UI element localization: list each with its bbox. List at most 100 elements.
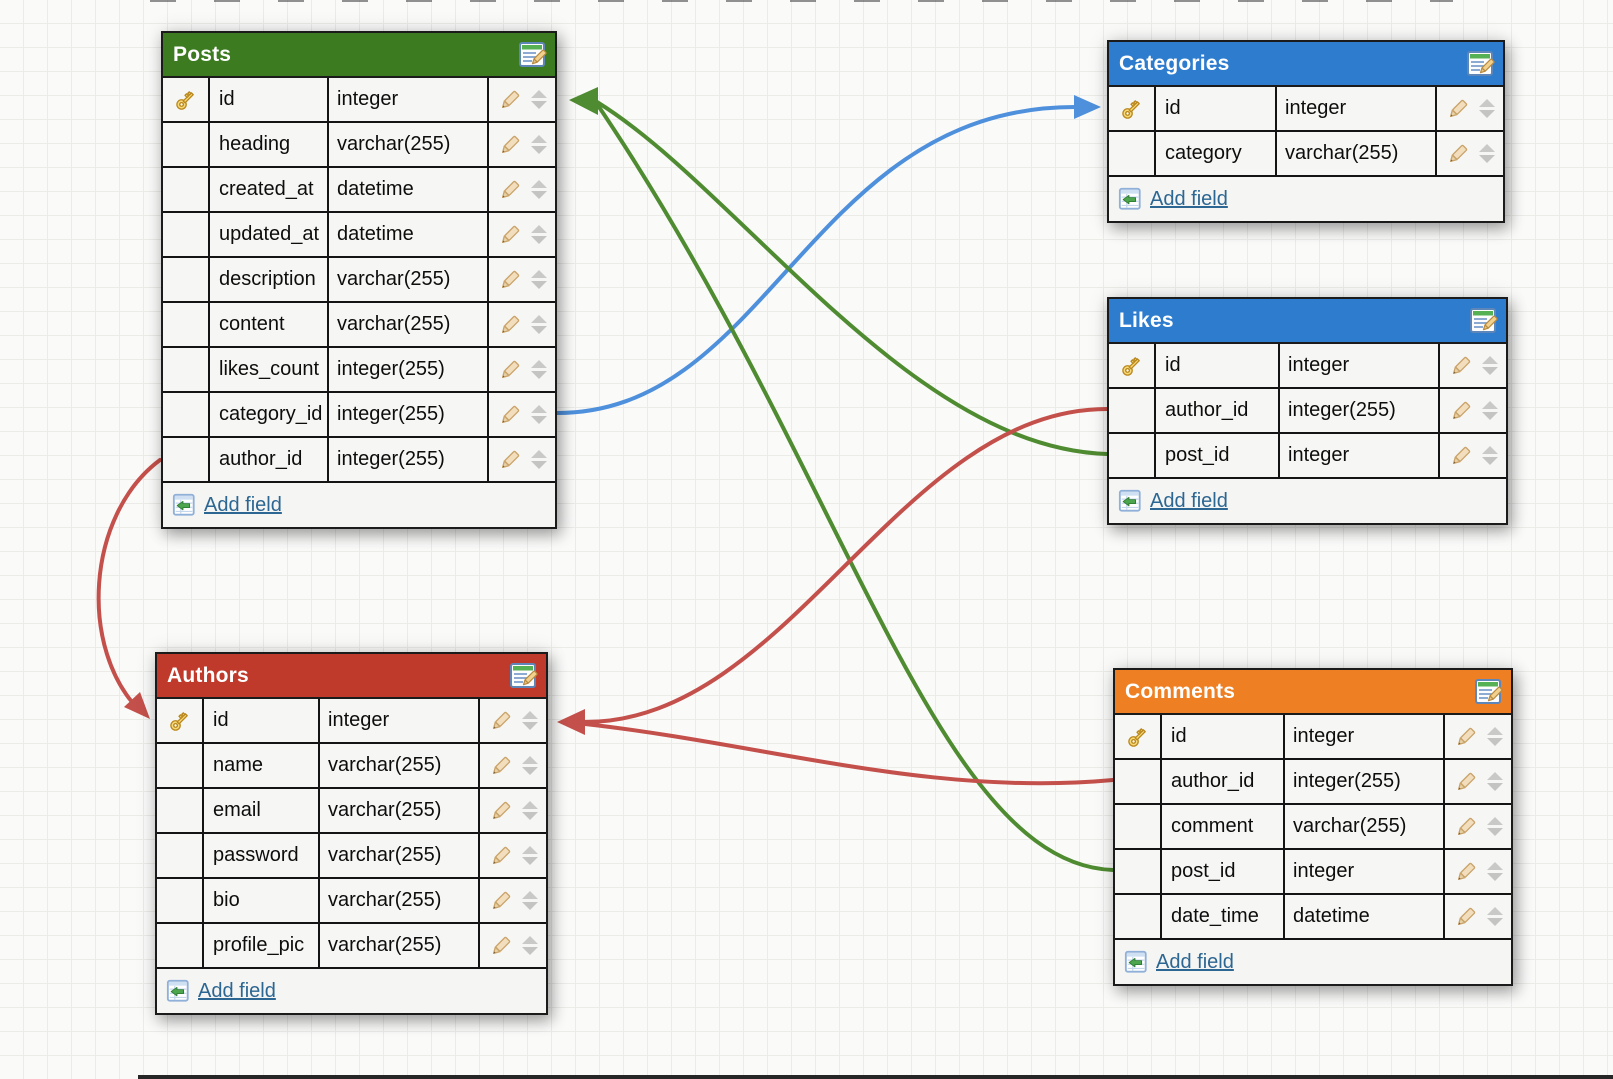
edit-field-icon[interactable] xyxy=(1453,814,1479,840)
add-field-icon[interactable] xyxy=(1118,187,1142,211)
edit-field-icon[interactable] xyxy=(497,177,523,203)
reorder-field-icon[interactable] xyxy=(531,90,547,109)
table-comments[interactable]: Comments id integer author_id integer(25… xyxy=(1113,668,1513,986)
field-actions xyxy=(480,789,546,832)
field-row: author_id integer(255) xyxy=(1115,758,1511,803)
add-field-link[interactable]: Add field xyxy=(1150,489,1228,512)
edit-field-icon[interactable] xyxy=(497,402,523,428)
key-cell xyxy=(163,438,210,481)
reorder-field-icon[interactable] xyxy=(1487,907,1503,926)
add-field-link[interactable]: Add field xyxy=(198,979,276,1002)
field-actions xyxy=(1445,805,1511,848)
edit-field-icon[interactable] xyxy=(497,267,523,293)
edit-field-icon[interactable] xyxy=(497,447,523,473)
reorder-field-icon[interactable] xyxy=(531,450,547,469)
edit-field-icon[interactable] xyxy=(497,222,523,248)
edit-field-icon[interactable] xyxy=(488,798,514,824)
table-posts[interactable]: Posts id integer heading varchar(255) cr… xyxy=(161,31,557,529)
key-cell xyxy=(1115,895,1162,938)
reorder-field-icon[interactable] xyxy=(1479,99,1495,118)
edit-field-icon[interactable] xyxy=(488,753,514,779)
table-authors[interactable]: Authors id integer name varchar(255) ema… xyxy=(155,652,548,1015)
relation-likes-posts xyxy=(595,100,1109,456)
edit-field-icon[interactable] xyxy=(1448,398,1474,424)
reorder-field-icon[interactable] xyxy=(1487,817,1503,836)
table-header: Authors xyxy=(157,654,546,699)
table-edit-icon[interactable] xyxy=(1466,49,1496,79)
add-field-icon[interactable] xyxy=(1118,489,1142,513)
reorder-field-icon[interactable] xyxy=(1479,144,1495,163)
edit-field-icon[interactable] xyxy=(497,87,523,113)
edit-field-icon[interactable] xyxy=(488,708,514,734)
edit-field-icon[interactable] xyxy=(497,312,523,338)
table-edit-icon[interactable] xyxy=(509,661,539,691)
table-edit-icon[interactable] xyxy=(1474,677,1504,707)
relation-posts-authors xyxy=(96,458,162,714)
field-type: integer xyxy=(320,699,480,742)
field-type: varchar(255) xyxy=(320,924,480,967)
edit-field-icon[interactable] xyxy=(1453,769,1479,795)
reorder-field-icon[interactable] xyxy=(1487,862,1503,881)
add-field-icon[interactable] xyxy=(1124,950,1148,974)
field-actions xyxy=(480,834,546,877)
add-field-link[interactable]: Add field xyxy=(204,493,282,516)
edit-field-icon[interactable] xyxy=(497,357,523,383)
field-type: datetime xyxy=(329,213,489,256)
key-cell xyxy=(1115,715,1162,758)
edit-field-icon[interactable] xyxy=(1453,724,1479,750)
reorder-field-icon[interactable] xyxy=(522,846,538,865)
reorder-field-icon[interactable] xyxy=(522,801,538,820)
field-actions xyxy=(1437,87,1503,130)
table-title: Posts xyxy=(173,42,232,66)
table-categories[interactable]: Categories id integer category varchar(2… xyxy=(1107,40,1505,223)
table-likes[interactable]: Likes id integer author_id integer(255) … xyxy=(1107,297,1508,525)
reorder-field-icon[interactable] xyxy=(522,711,538,730)
reorder-field-icon[interactable] xyxy=(531,405,547,424)
reorder-field-icon[interactable] xyxy=(1487,772,1503,791)
field-actions xyxy=(1440,344,1506,387)
reorder-field-icon[interactable] xyxy=(531,225,547,244)
add-field-icon[interactable] xyxy=(166,979,190,1003)
reorder-field-icon[interactable] xyxy=(531,270,547,289)
edit-field-icon[interactable] xyxy=(497,132,523,158)
field-name: author_id xyxy=(1156,389,1280,432)
reorder-field-icon[interactable] xyxy=(531,315,547,334)
reorder-field-icon[interactable] xyxy=(522,891,538,910)
table-edit-icon[interactable] xyxy=(1469,306,1499,336)
screen-top-edge xyxy=(150,0,1453,2)
table-title: Categories xyxy=(1119,51,1230,75)
field-row: email varchar(255) xyxy=(157,787,546,832)
edit-field-icon[interactable] xyxy=(488,933,514,959)
edit-field-icon[interactable] xyxy=(1453,859,1479,885)
field-actions xyxy=(489,303,555,346)
field-type: integer(255) xyxy=(329,438,489,481)
reorder-field-icon[interactable] xyxy=(522,936,538,955)
key-cell xyxy=(163,78,210,121)
field-row: id integer xyxy=(1109,87,1503,130)
reorder-field-icon[interactable] xyxy=(531,360,547,379)
reorder-field-icon[interactable] xyxy=(531,180,547,199)
add-field-link[interactable]: Add field xyxy=(1156,950,1234,973)
reorder-field-icon[interactable] xyxy=(1482,356,1498,375)
add-field-link[interactable]: Add field xyxy=(1150,187,1228,210)
field-row: date_time datetime xyxy=(1115,893,1511,938)
add-field-icon[interactable] xyxy=(172,493,196,517)
field-type: integer xyxy=(1285,715,1445,758)
reorder-field-icon[interactable] xyxy=(531,135,547,154)
edit-field-icon[interactable] xyxy=(1448,443,1474,469)
field-name: post_id xyxy=(1156,434,1280,477)
edit-field-icon[interactable] xyxy=(1448,353,1474,379)
edit-field-icon[interactable] xyxy=(488,888,514,914)
edit-field-icon[interactable] xyxy=(1445,141,1471,167)
reorder-field-icon[interactable] xyxy=(522,756,538,775)
screen-bottom-edge xyxy=(138,1075,1613,1079)
edit-field-icon[interactable] xyxy=(1445,96,1471,122)
field-name: created_at xyxy=(210,168,329,211)
field-actions xyxy=(489,78,555,121)
edit-field-icon[interactable] xyxy=(1453,904,1479,930)
reorder-field-icon[interactable] xyxy=(1482,401,1498,420)
table-edit-icon[interactable] xyxy=(518,40,548,70)
reorder-field-icon[interactable] xyxy=(1482,446,1498,465)
edit-field-icon[interactable] xyxy=(488,843,514,869)
reorder-field-icon[interactable] xyxy=(1487,727,1503,746)
